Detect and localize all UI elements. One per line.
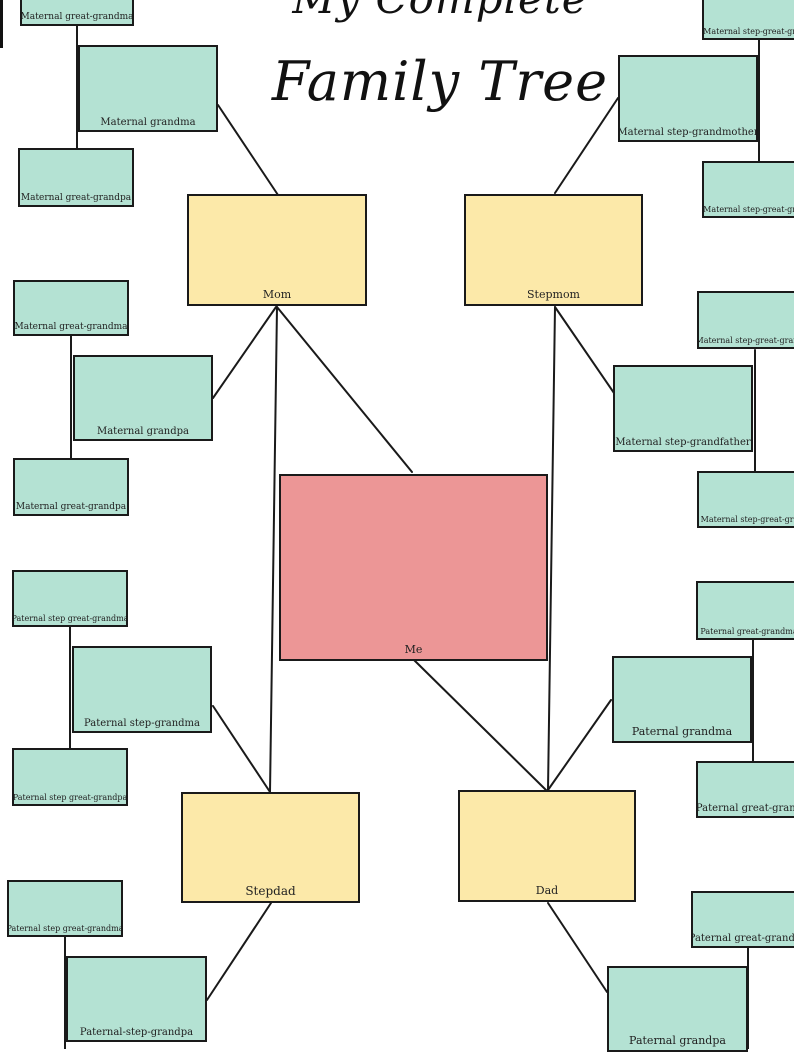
- maternal-grandpa-box[interactable]: Maternal grandpa: [73, 355, 213, 441]
- member-label: Maternal great-grandma: [20, 11, 134, 22]
- paternal-step-great-grandpa-box[interactable]: Paternal step great-grandpa: [12, 748, 128, 806]
- paternal-great-grandma-box-2[interactable]: Paternal great-grandm: [691, 891, 794, 948]
- title-line-1: My Complete: [230, 0, 650, 23]
- paternal-step-great-grandma-box-2[interactable]: Paternal step great-grandma: [7, 880, 123, 937]
- member-label: Maternal great-grandma: [14, 321, 128, 332]
- member-label: Me: [404, 643, 423, 657]
- paternal-great-grandma-box-1[interactable]: Paternal great-grandma: [696, 581, 794, 640]
- paternal-great-grand-box[interactable]: Paternal great-grand: [696, 761, 794, 818]
- maternal-step-great-box-3[interactable]: Maternal step-great-grand: [697, 291, 794, 349]
- stepdad-box[interactable]: Stepdad: [181, 792, 360, 903]
- member-label: Maternal great-grandpa: [20, 192, 132, 203]
- member-label: Paternal step great-grandpa: [12, 792, 128, 802]
- me-box[interactable]: Me: [279, 474, 548, 661]
- maternal-step-grandfather-box[interactable]: Maternal step-grandfather: [613, 365, 753, 452]
- member-label: Paternal great-grandm: [691, 932, 794, 944]
- paternal-step-grandma-box[interactable]: Paternal step-grandma: [72, 646, 212, 733]
- stepmom-box[interactable]: Stepmom: [464, 194, 643, 306]
- member-label: Maternal grandpa: [96, 425, 190, 437]
- member-label: Maternal grandma: [100, 116, 196, 128]
- dad-box[interactable]: Dad: [458, 790, 636, 902]
- member-label: Maternal step-grandfather: [615, 436, 751, 448]
- paternal-grandma-box[interactable]: Paternal grandma: [612, 656, 752, 743]
- maternal-great-grandma-box-2[interactable]: Maternal great-grandma: [13, 280, 129, 336]
- maternal-step-great-box-4[interactable]: Maternal step-great-gra: [697, 471, 794, 528]
- member-label: Maternal great-grandpa: [15, 501, 127, 512]
- maternal-great-grandpa-box-2[interactable]: Maternal great-grandpa: [13, 458, 129, 516]
- member-label: Stepdad: [245, 884, 296, 899]
- maternal-great-grandpa-box-1[interactable]: Maternal great-grandpa: [18, 148, 134, 207]
- maternal-great-grandma-box-1[interactable]: Maternal great-grandma: [20, 0, 134, 26]
- title-line-2: Family Tree: [271, 50, 609, 113]
- member-label: Paternal grandpa: [629, 1034, 726, 1048]
- paternal-grandpa-box[interactable]: Paternal grandpa: [607, 966, 748, 1052]
- member-label: Maternal step-great-grand: [697, 335, 794, 345]
- maternal-grandma-box[interactable]: Maternal grandma: [78, 45, 218, 132]
- paternal-step-great-grandma-box-1[interactable]: Paternal step great-grandma: [12, 570, 128, 627]
- maternal-step-great-box-1[interactable]: Maternal step-great-gra: [702, 0, 794, 40]
- member-label: Maternal step-great-gra: [703, 26, 794, 36]
- member-label: Stepmom: [527, 288, 580, 302]
- member-label: Dad: [535, 884, 559, 898]
- left-edge-mark: [0, 0, 3, 48]
- mom-box[interactable]: Mom: [187, 194, 367, 306]
- paternal-step-grandpa-box[interactable]: Paternal-step-grandpa: [66, 956, 207, 1042]
- member-label: Paternal great-grandma: [700, 626, 794, 636]
- member-label: Maternal step-great-gra: [700, 514, 794, 524]
- member-label: Paternal-step-grandpa: [79, 1026, 194, 1038]
- member-label: Paternal step-grandma: [83, 717, 200, 729]
- member-label: Paternal great-grand: [696, 802, 794, 814]
- member-label: Maternal step-great-gra: [703, 204, 794, 214]
- member-label: Mom: [262, 288, 292, 302]
- member-label: Paternal step great-grandma: [7, 923, 123, 933]
- member-label: Paternal grandma: [631, 725, 733, 739]
- maternal-step-grandmother-box[interactable]: Maternal step-grandmother: [618, 55, 758, 142]
- maternal-step-great-box-2[interactable]: Maternal step-great-gra: [702, 161, 794, 218]
- member-label: Paternal step great-grandma: [12, 613, 128, 623]
- member-label: Maternal step-grandmother: [618, 126, 758, 138]
